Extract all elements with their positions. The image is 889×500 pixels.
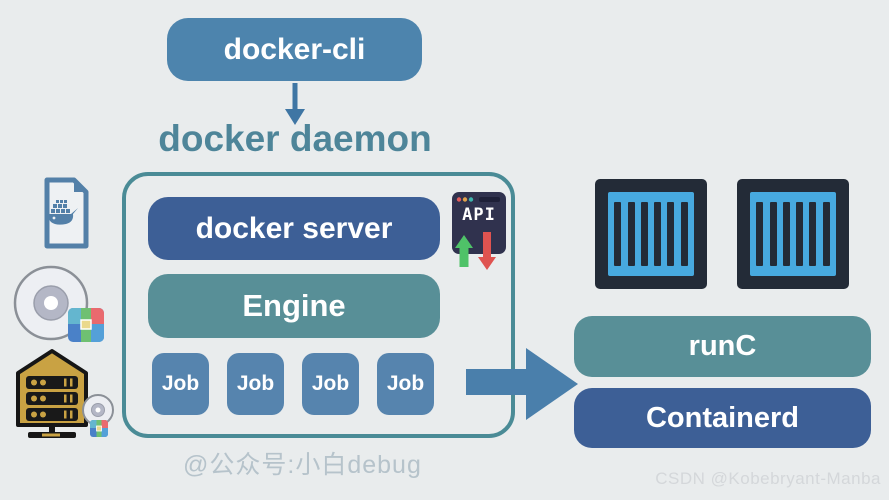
winrar-icon [68, 308, 104, 342]
watermark-csdn: CSDN @Kobebryant-Manba [655, 469, 881, 488]
runc-node: runC [574, 316, 871, 377]
server-rack-rows [26, 376, 78, 421]
right-arrow-icon [466, 348, 578, 420]
down-arrow-icon [285, 83, 305, 125]
container-icon [595, 179, 707, 289]
job-node: Job [152, 353, 209, 415]
docker-whale-glyph [48, 200, 78, 225]
small-disc-icon [82, 394, 114, 426]
small-winrar-icon [90, 420, 108, 437]
registry-server-icon [16, 349, 114, 438]
docker-daemon-container [122, 172, 515, 438]
engine-node: Engine [148, 274, 440, 338]
api-window-art [452, 192, 506, 270]
container-icon-slats [750, 192, 836, 276]
container-icon-slats [608, 192, 694, 276]
image-disc-icon [13, 265, 104, 342]
download-arrow-icon [478, 232, 496, 270]
docker-cli-node: docker-cli [167, 18, 422, 81]
watermark-center: @公众号:小白debug [183, 451, 422, 479]
job-node: Job [377, 353, 434, 415]
containerd-node: Containerd [574, 388, 871, 448]
job-node: Job [227, 353, 284, 415]
api-window-icon: API [452, 192, 506, 272]
docker-daemon-label: docker daemon [158, 118, 432, 159]
job-node: Job [302, 353, 359, 415]
docker-server-node: docker server [148, 197, 440, 260]
dockerfile-icon [44, 177, 89, 249]
container-icon [737, 179, 849, 289]
upload-arrow-icon [455, 235, 473, 267]
api-label: API [462, 205, 496, 225]
